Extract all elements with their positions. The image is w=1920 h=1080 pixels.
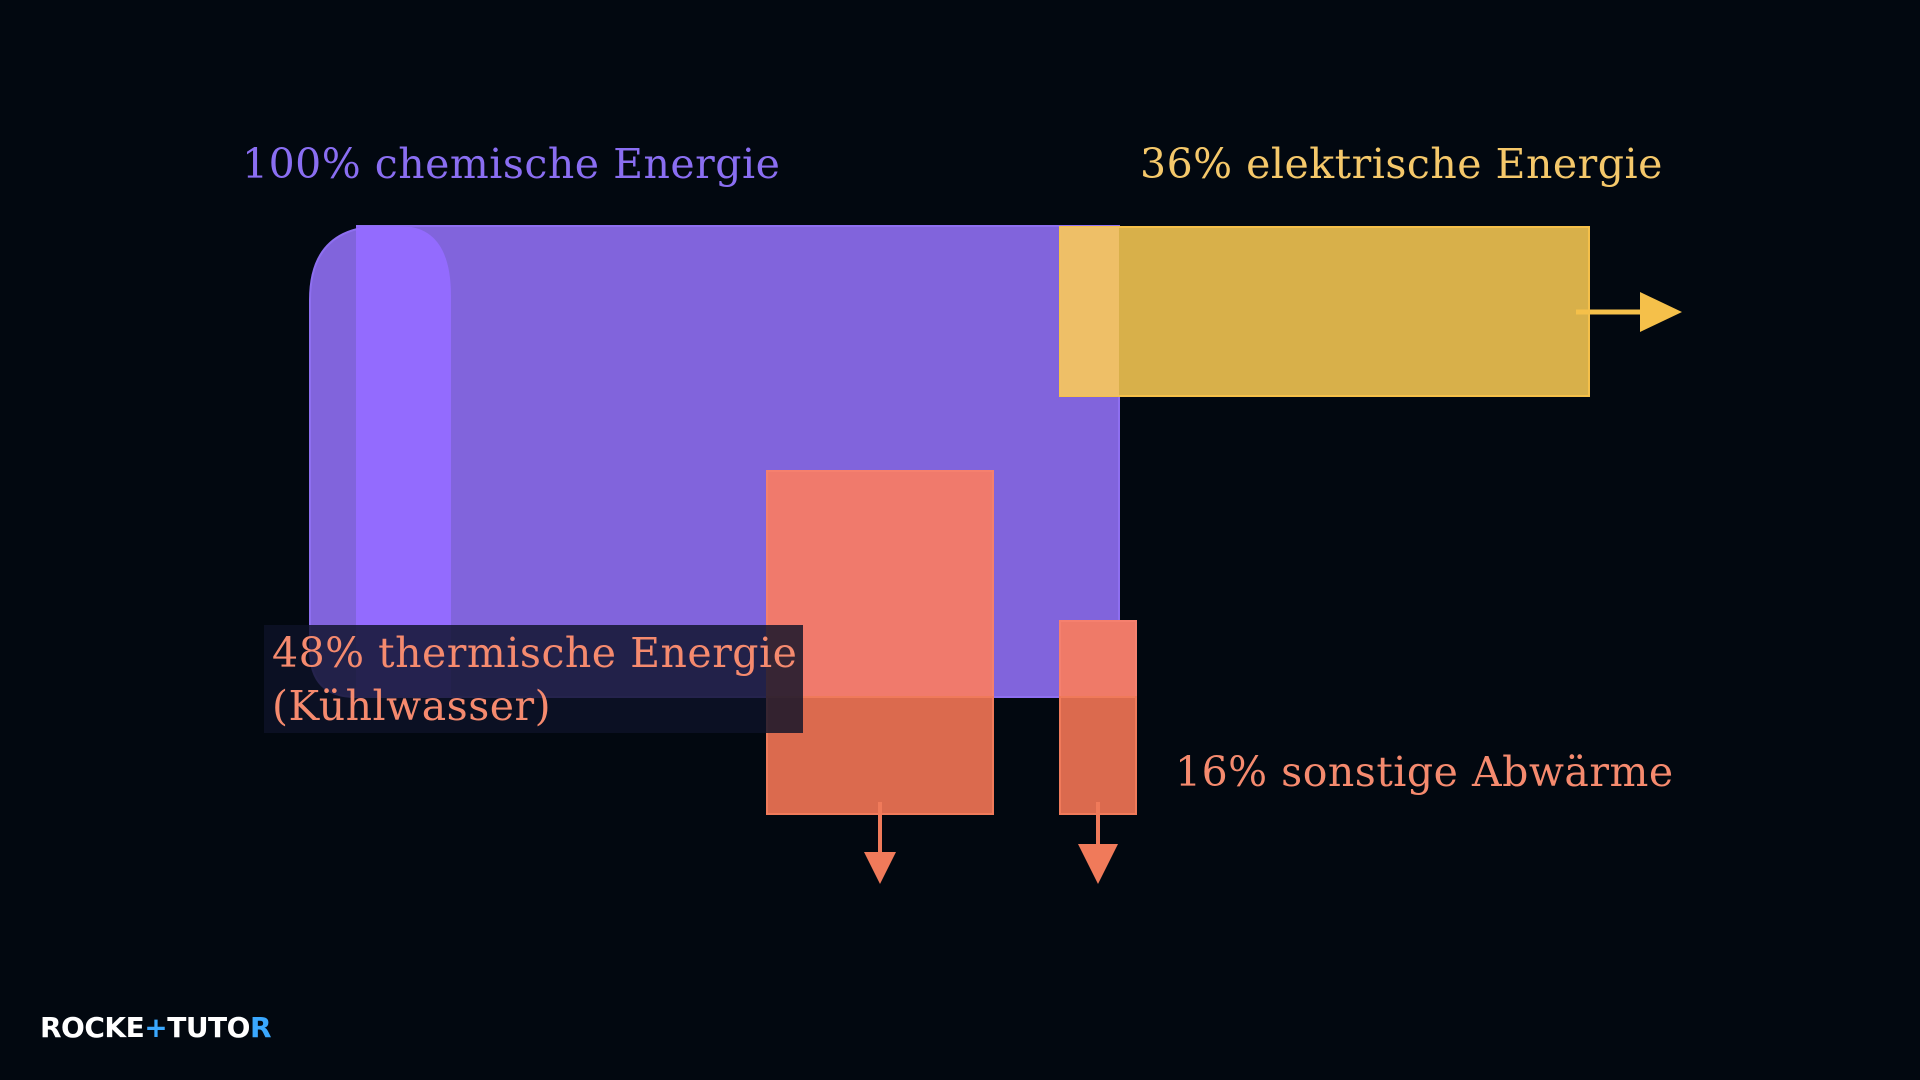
other-waste-heat-block (1059, 620, 1137, 884)
thermal-energy-label-line2: (Kühlwasser) (272, 682, 552, 730)
rocket-tutor-logo-icon: ROCKE+TUTOR (40, 1011, 272, 1044)
electric-arrow-head-icon (1640, 292, 1682, 332)
electric-energy-body (1059, 226, 1590, 397)
electric-energy-label: 36% elektrische Energie (1140, 140, 1663, 188)
logo-text-part3: R (249, 1011, 272, 1044)
chemical-energy-input-strip (356, 226, 451, 697)
other-waste-heat-label: 16% sonstige Abwärme (1175, 748, 1674, 796)
logo-plus: + (144, 1011, 168, 1044)
logo-text-part1: ROCKE (40, 1011, 145, 1044)
electric-energy-overlap (1060, 227, 1119, 396)
thermal-energy-block (766, 470, 994, 884)
logo-text-part2: TUTO (167, 1011, 250, 1044)
other-arrow-head-icon (1078, 844, 1118, 884)
electric-energy-block (1059, 226, 1682, 397)
thermal-energy-label-line1: 48% thermische Energie (272, 629, 798, 677)
thermal-energy-lower (766, 696, 994, 815)
chemical-energy-label: 100% chemische Energie (242, 140, 781, 188)
other-waste-heat-upper (1059, 620, 1137, 698)
thermal-energy-upper (766, 470, 994, 698)
other-waste-heat-lower (1059, 696, 1137, 815)
thermal-energy-label: 48% thermische Energie (Kühlwasser) (264, 625, 804, 733)
thermal-arrow-head-icon (864, 852, 896, 884)
